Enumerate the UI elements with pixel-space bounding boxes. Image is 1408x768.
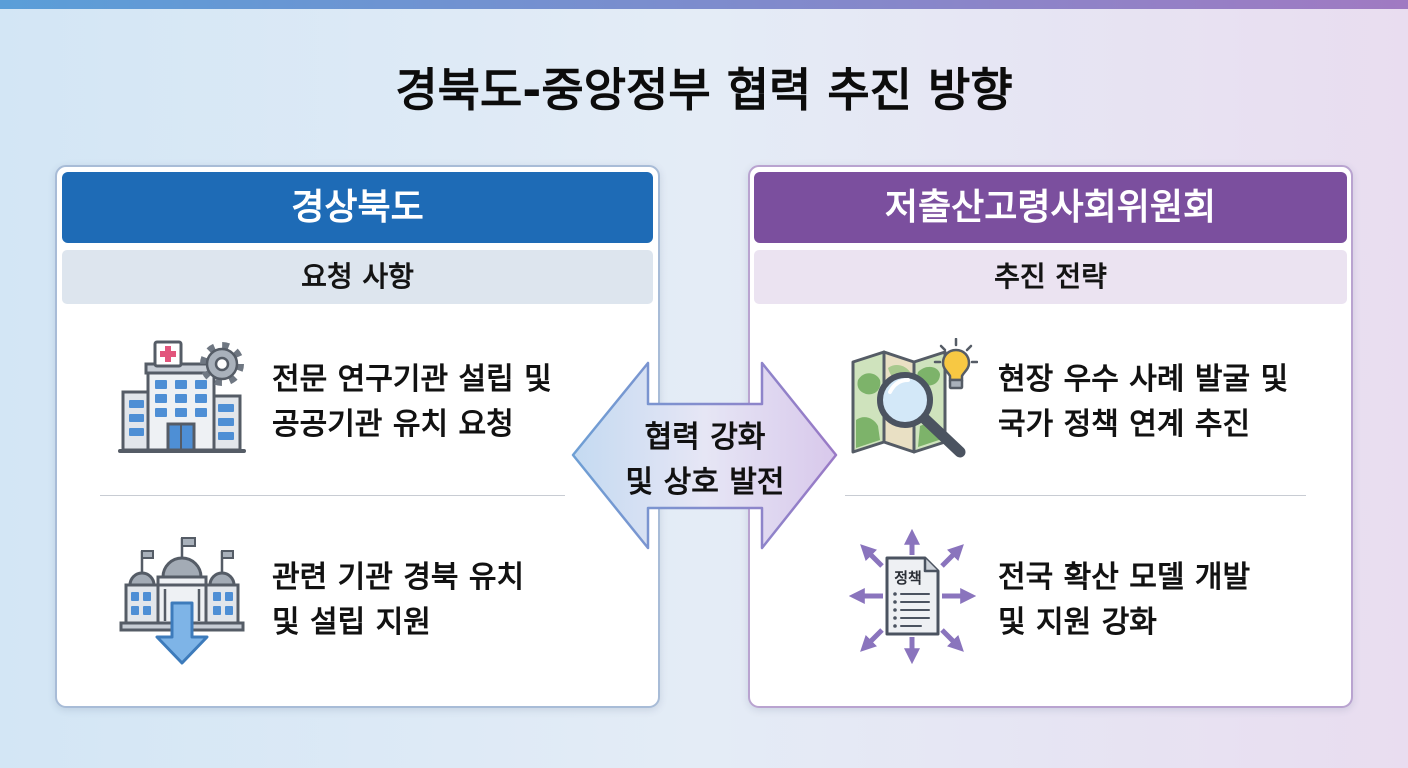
hospital-gear-icon (118, 338, 246, 462)
item-text-line: 관련 기관 경북 유치 (272, 560, 525, 595)
right-panel-subheader: 추진 전략 (754, 250, 1347, 304)
double-arrow-shape (571, 361, 838, 550)
government-building-down-arrow-icon (118, 535, 246, 667)
left-item-2-text: 관련 기관 경북 유치 및 설립 지원 (272, 555, 524, 645)
domes (128, 556, 236, 587)
map-magnifier-lightbulb-icon (850, 338, 978, 462)
policy-document-label: 정책 (894, 569, 922, 587)
item-text-line: 전문 연구기관 설립 및 (272, 362, 552, 397)
outward-arrows-icon (848, 528, 977, 665)
right-item-divider (845, 495, 1306, 496)
policy-document-spread-icon: 정책 (845, 528, 981, 668)
right-panel: 저출산고령사회위원회 추진 전략 (748, 165, 1353, 708)
policy-document-svg: 정책 (848, 528, 977, 665)
item-text-line: 공공기관 유치 요청 (272, 407, 514, 442)
double-headed-arrow-icon: 협력 강화 및 상호 발전 (570, 360, 840, 552)
left-item-divider (100, 495, 565, 496)
policy-document: 정책 (885, 556, 940, 636)
left-panel-subheader: 요청 사항 (62, 250, 653, 304)
center-arrow-text: 협력 강화 및 상호 발전 (570, 415, 840, 505)
page-title: 경북도-중앙정부 협력 추진 방향 (395, 63, 1013, 117)
right-panel-header: 저출산고령사회위원회 (754, 172, 1347, 243)
item-text-line: 국가 정책 연계 추진 (998, 407, 1251, 442)
left-item-1-text: 전문 연구기관 설립 및 공공기관 유치 요청 (272, 357, 552, 447)
medical-cross-icon (153, 340, 183, 368)
down-arrow-icon (155, 601, 209, 665)
government-building-svg (119, 537, 245, 665)
center-text-line: 및 상호 발전 (625, 465, 785, 500)
left-panel-header: 경상북도 (62, 172, 653, 243)
right-item-2-text: 전국 확산 모델 개발 및 지원 강화 (998, 555, 1250, 645)
flags-icon (140, 537, 234, 573)
left-panel: 경상북도 요청 사항 (55, 165, 660, 708)
map-magnifier-svg (851, 338, 978, 458)
capitol-building (119, 575, 245, 632)
hospital-gear-svg (118, 340, 246, 453)
right-item-1-text: 현장 우수 사례 발굴 및 국가 정책 연계 추진 (998, 357, 1288, 447)
item-text-line: 전국 확산 모델 개발 (998, 560, 1251, 595)
item-text-line: 현장 우수 사례 발굴 및 (998, 362, 1289, 397)
magnifier-icon (877, 372, 966, 458)
top-accent-stripe (0, 0, 1408, 9)
lightbulb-icon (933, 338, 978, 390)
item-text-line: 및 지원 강화 (998, 605, 1157, 640)
item-text-line: 및 설립 지원 (272, 605, 431, 640)
gear-icon (200, 342, 244, 386)
center-text-line: 협력 강화 (644, 420, 766, 455)
